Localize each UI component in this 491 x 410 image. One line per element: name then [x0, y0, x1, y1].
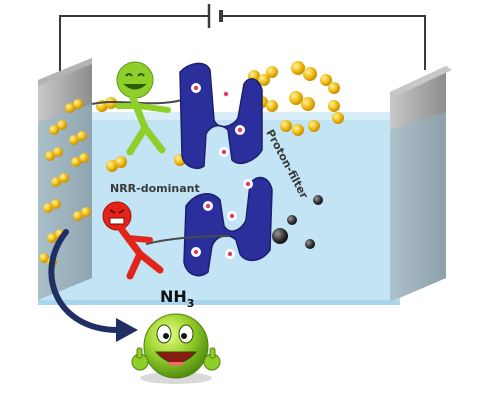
proton-particles	[272, 195, 323, 249]
nh3-label: NH3	[160, 287, 194, 310]
right-electrode	[390, 66, 452, 302]
curved-arrow-icon	[48, 229, 138, 342]
battery-icon	[207, 4, 223, 28]
nrr-dominant-label: NRR-dominant	[110, 182, 200, 195]
proton-filter-membrane	[179, 62, 273, 277]
angry-red-figure-icon	[102, 201, 231, 280]
smiling-ammonia-ball-icon	[131, 313, 221, 384]
happy-green-figure-icon	[91, 61, 183, 156]
circuit-wire	[59, 15, 426, 88]
